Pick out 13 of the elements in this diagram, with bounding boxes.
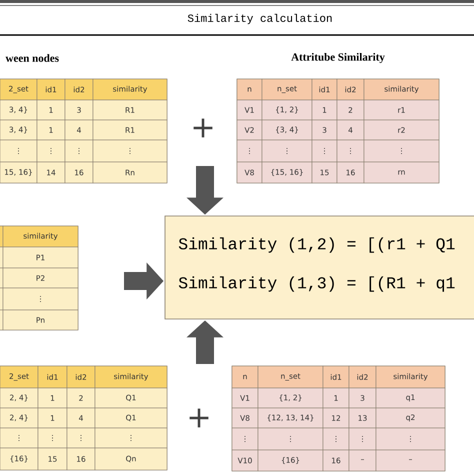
plus-sign: + [194,118,212,138]
data-table [0,54,168,184]
title: Similarity calculation [188,14,332,24]
data-table [0,366,168,470]
table-heading: ween nodes [6,54,59,62]
formula-box [164,216,474,320]
data-table [236,53,440,184]
plus-sign: + [190,408,208,428]
data-table [0,226,78,330]
formula-line: Similarity (1,3) = [(R1 + q1 [178,276,455,292]
data-table [232,366,446,472]
table-heading: Attritube Similarity [291,53,385,63]
formula-line: Similarity (1,2) = [(r1 + Q1 [178,237,455,253]
